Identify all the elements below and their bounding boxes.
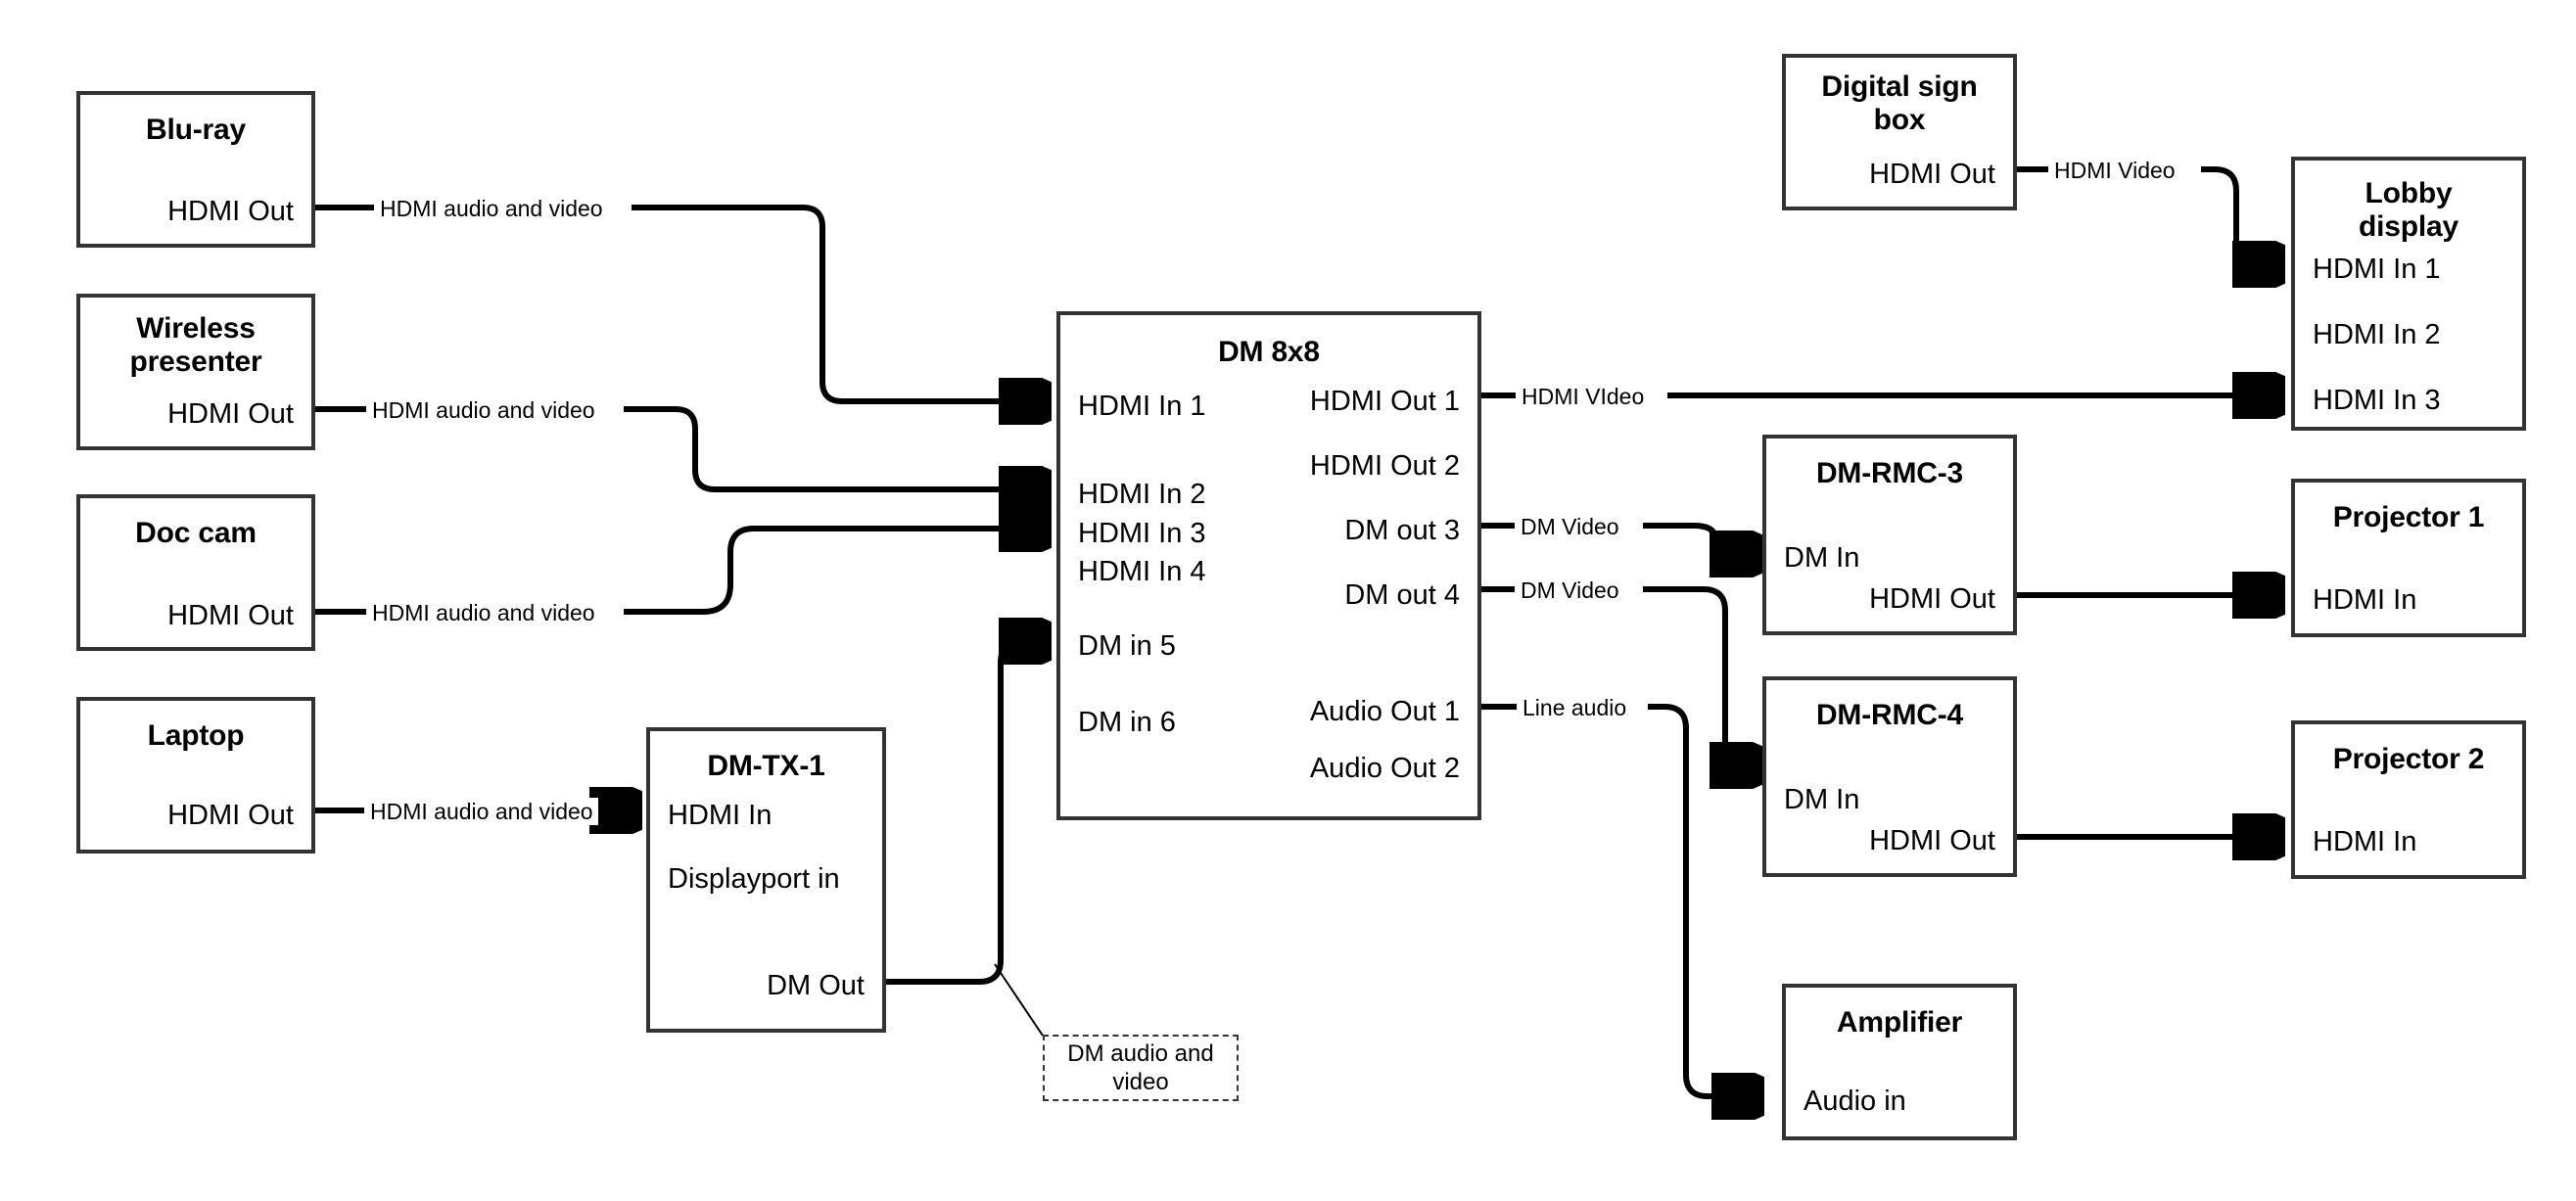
node-wireless-presenter[interactable]: Wireless presenter HDMI Out	[76, 294, 315, 450]
node-amplifier[interactable]: Amplifier Audio in	[1782, 984, 2017, 1140]
node-dm-8x8-output-dm-out-4: DM out 4	[1344, 579, 1460, 611]
edge-label-laptop-to-dm-tx-1: HDMI audio and video	[365, 798, 598, 825]
node-bluray-port-hdmi-out: HDMI Out	[167, 196, 294, 227]
node-lobby-display[interactable]: Lobby display HDMI In 1 HDMI In 2 HDMI I…	[2291, 157, 2526, 431]
node-dm-8x8-title: DM 8x8	[1218, 336, 1320, 368]
node-dm-tx-1-port-displayport-in: Displayport in	[668, 863, 840, 895]
node-lobby-display-port-hdmi-in-3: HDMI In 3	[2313, 385, 2441, 416]
node-dm-rmc-4[interactable]: DM-RMC-4 DM In HDMI Out	[1762, 676, 2017, 877]
node-doc-cam-title: Doc cam	[135, 517, 257, 549]
node-lobby-display-port-hdmi-in-1: HDMI In 1	[2313, 254, 2441, 285]
node-doc-cam-port-hdmi-out: HDMI Out	[167, 600, 294, 631]
wire-dm-out-4-to-rmc4	[1481, 586, 1756, 765]
node-dm-8x8-output-audio-out-1: Audio Out 1	[1309, 696, 1460, 727]
node-dm-8x8-input-hdmi-in-2: HDMI In 2	[1078, 479, 1206, 510]
node-projector-2[interactable]: Projector 2 HDMI In	[2291, 720, 2526, 879]
node-lobby-display-port-hdmi-in-2: HDMI In 2	[2313, 319, 2441, 350]
node-lobby-display-title-line2: display	[2359, 210, 2459, 243]
node-projector-2-port-hdmi-in: HDMI In	[2313, 826, 2417, 857]
edge-label-digitalsign-to-lobby: HDMI Video	[2049, 157, 2180, 184]
edge-label-bluray-to-hdmi-in-1: HDMI audio and video	[375, 195, 608, 222]
wire-audio-out-1-to-amplifier	[1481, 704, 1758, 1096]
node-bluray-title: Blu-ray	[146, 114, 246, 146]
node-dm-tx-1-title: DM-TX-1	[707, 750, 825, 782]
node-digital-sign-box[interactable]: Digital sign box HDMI Out	[1782, 54, 2017, 210]
node-dm-rmc-3[interactable]: DM-RMC-3 DM In HDMI Out	[1762, 435, 2017, 635]
node-dm-8x8-output-hdmi-out-1: HDMI Out 1	[1309, 386, 1460, 417]
node-laptop-title: Laptop	[147, 719, 245, 752]
edge-label-hdmi-out-1-to-lobby: HDMI VIdeo	[1517, 383, 1650, 410]
edge-label-doccam-to-hdmi-in-3: HDMI audio and video	[367, 599, 600, 626]
node-digital-sign-box-title-line2: box	[1873, 104, 1926, 136]
node-projector-2-title: Projector 2	[2332, 743, 2485, 775]
node-dm-tx-1-port-hdmi-in: HDMI In	[668, 800, 773, 831]
node-dm-tx-1[interactable]: DM-TX-1 HDMI In Displayport in DM Out	[646, 727, 886, 1033]
node-dm-tx-1-port-dm-out: DM Out	[767, 970, 865, 1001]
node-dm-8x8-output-audio-out-2: Audio Out 2	[1309, 753, 1460, 784]
node-doc-cam[interactable]: Doc cam HDMI Out	[76, 494, 315, 651]
node-dm-8x8[interactable]: DM 8x8 HDMI In 1 HDMI In 2 HDMI In 3 HDM…	[1056, 311, 1481, 820]
node-bluray[interactable]: Blu-ray HDMI Out	[76, 91, 315, 248]
wire-bluray-to-hdmi-in-1	[313, 205, 1046, 401]
edge-label-dm-out-4-to-rmc4: DM Video	[1516, 577, 1624, 604]
node-wireless-presenter-title-line1: Wireless	[136, 312, 256, 345]
node-dm-8x8-output-hdmi-out-2: HDMI Out 2	[1309, 450, 1460, 482]
node-projector-1-title: Projector 1	[2332, 501, 2485, 533]
node-digital-sign-box-port-hdmi-out: HDMI Out	[1869, 159, 1995, 190]
node-dm-8x8-output-dm-out-3: DM out 3	[1344, 515, 1460, 546]
node-dm-8x8-input-hdmi-in-4: HDMI In 4	[1078, 556, 1206, 587]
node-dm-rmc-4-port-hdmi-out: HDMI Out	[1869, 825, 1995, 856]
node-dm-8x8-input-hdmi-in-3: HDMI In 3	[1078, 518, 1206, 549]
wire-dmtx1-to-dm-in-5	[886, 641, 1046, 985]
edge-label-dm-out-3-to-rmc3: DM Video	[1516, 513, 1624, 540]
node-wireless-presenter-port-hdmi-out: HDMI Out	[167, 398, 294, 430]
node-amplifier-port-audio-in: Audio in	[1803, 1086, 1906, 1117]
node-wireless-presenter-title-line2: presenter	[129, 346, 262, 378]
leader-dm-audio-video-note	[994, 963, 1044, 1037]
node-projector-1[interactable]: Projector 1 HDMI In	[2291, 479, 2526, 637]
node-dm-8x8-input-hdmi-in-1: HDMI In 1	[1078, 391, 1206, 422]
edge-label-audio-out-1-to-amplifier: Line audio	[1518, 694, 1632, 721]
node-digital-sign-box-title-line1: Digital sign	[1821, 70, 1978, 103]
node-dm-rmc-4-title: DM-RMC-4	[1815, 699, 1964, 731]
node-dm-8x8-input-dm-in-6: DM in 6	[1078, 707, 1176, 738]
node-dm-rmc-3-title: DM-RMC-3	[1815, 457, 1964, 489]
node-dm-rmc-3-port-hdmi-out: HDMI Out	[1869, 583, 1995, 615]
node-dm-rmc-3-port-dm-in: DM In	[1784, 542, 1860, 574]
node-laptop[interactable]: Laptop HDMI Out	[76, 697, 315, 854]
node-dm-rmc-4-port-dm-in: DM In	[1784, 784, 1860, 815]
edge-label-wireless-to-hdmi-in-2: HDMI audio and video	[367, 396, 600, 424]
node-dm-8x8-input-dm-in-5: DM in 5	[1078, 630, 1176, 662]
node-lobby-display-title-line1: Lobby	[2365, 177, 2453, 209]
node-laptop-port-hdmi-out: HDMI Out	[167, 800, 294, 831]
node-projector-1-port-hdmi-in: HDMI In	[2313, 584, 2417, 616]
node-amplifier-title: Amplifier	[1836, 1006, 1963, 1039]
note-dm-audio-and-video: DM audio and video	[1043, 1035, 1239, 1101]
